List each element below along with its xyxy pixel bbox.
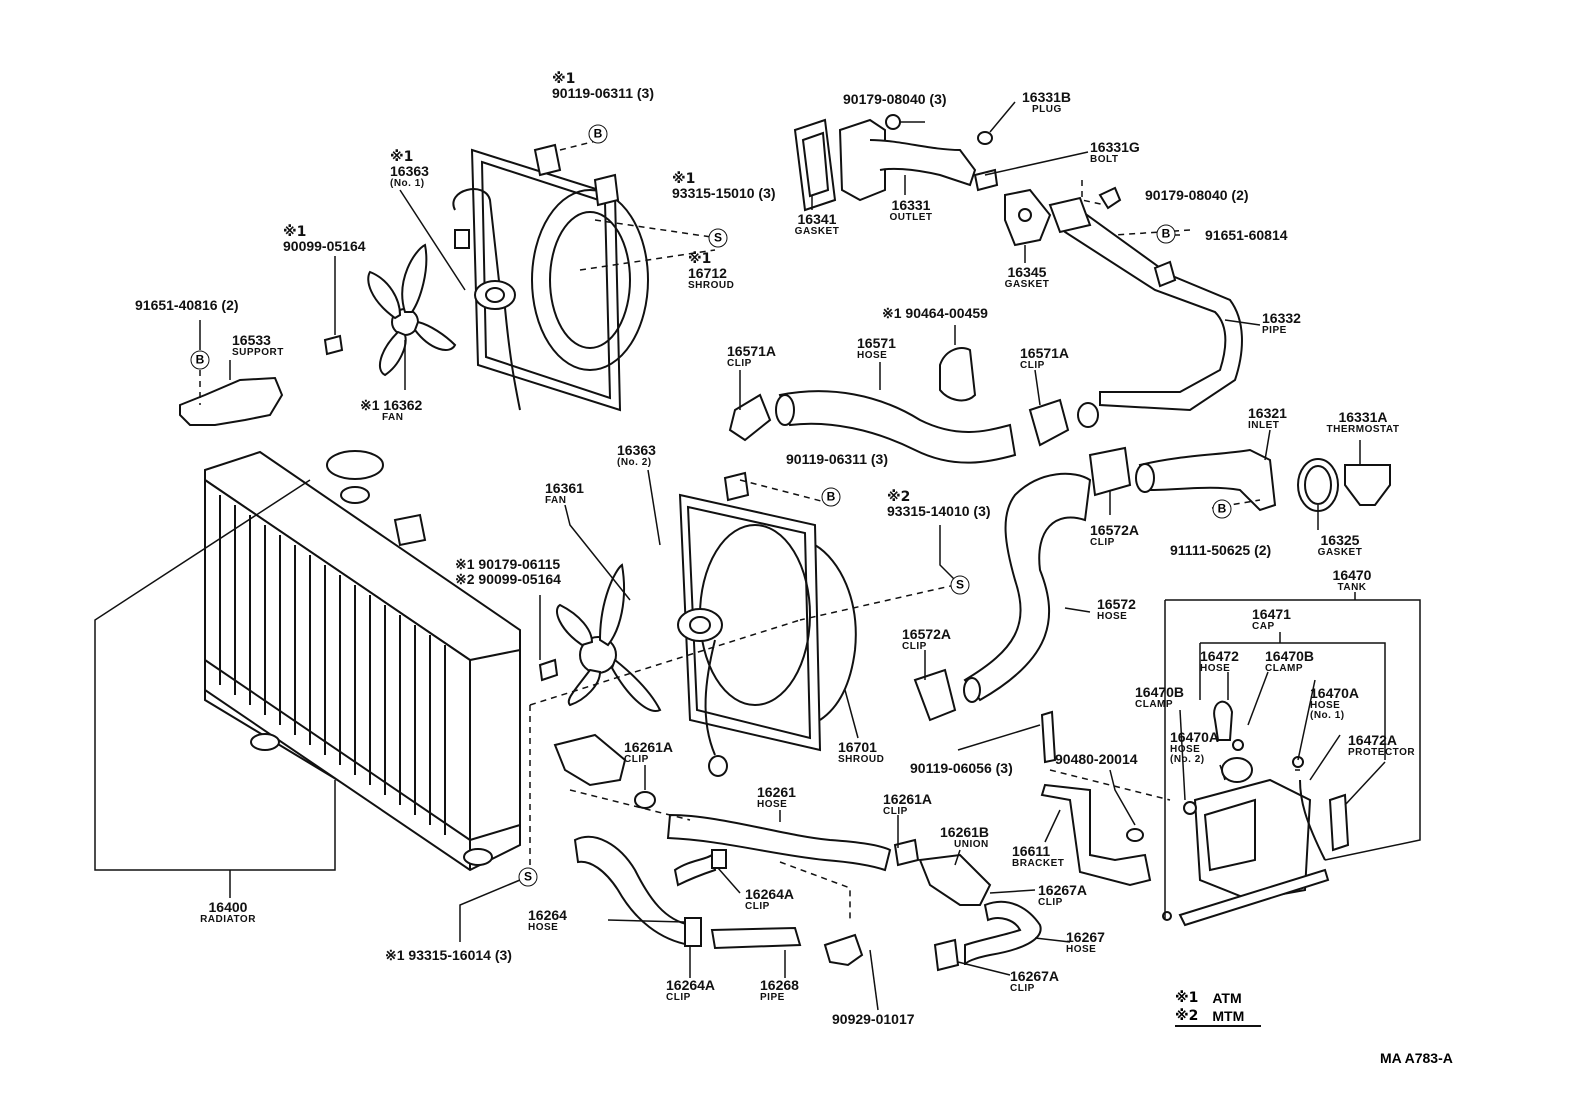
fan-shroud-2-drawing bbox=[677, 471, 857, 777]
fan-shroud-1-drawing bbox=[452, 143, 649, 412]
legend-underline bbox=[1175, 1025, 1261, 1027]
water-outlet-drawing bbox=[793, 114, 999, 212]
ref-badge-b: B bbox=[1156, 224, 1176, 244]
ref-badge-b: B bbox=[1212, 499, 1232, 519]
label-16363-no2: 16363(No. 2) bbox=[617, 442, 656, 468]
label-90179-06115: ※1 90179-06115 bbox=[455, 556, 561, 572]
ref-badge-s: S bbox=[708, 228, 728, 248]
label-90099-05164-b: ※2 90099-05164 bbox=[455, 571, 561, 587]
bracket-16611-drawing bbox=[1040, 783, 1152, 887]
legend-mark-1: ※1 bbox=[1175, 990, 1199, 1006]
hose-16267-drawing bbox=[964, 900, 1042, 966]
ref-badge-b: B bbox=[190, 350, 210, 370]
label-91651-40816: 91651-40816 (2) bbox=[135, 297, 239, 313]
fan-1-drawing bbox=[367, 243, 457, 377]
ref-badge-b: B bbox=[821, 487, 841, 507]
legend-mark-2: ※2 bbox=[1175, 1008, 1199, 1024]
label-90179-08040-3: 90179-08040 (3) bbox=[843, 91, 947, 107]
legend: ※1 ATM ※2 MTM bbox=[1175, 990, 1261, 1027]
legend-row-mtm: ※2 MTM bbox=[1175, 1008, 1244, 1024]
support-16533-drawing bbox=[179, 376, 284, 426]
ref-badge-s: S bbox=[518, 867, 538, 887]
drawing-code: MA A783-A bbox=[1380, 1050, 1453, 1066]
label-90119-06056: 90119-06056 (3) bbox=[910, 760, 1013, 776]
legend-row-atm: ※1 ATM bbox=[1175, 990, 1244, 1006]
label-93315-16014: ※1 93315-16014 (3) bbox=[385, 947, 512, 963]
label-90480-20014: 90480-20014 bbox=[1055, 751, 1138, 767]
hose-16261-drawing bbox=[666, 813, 892, 872]
label-90179-08040-2: 90179-08040 (2) bbox=[1145, 187, 1249, 203]
hose-16571-drawing bbox=[778, 390, 1017, 464]
ref-badge-s: S bbox=[950, 575, 970, 595]
fan-2-drawing bbox=[555, 563, 662, 712]
hose-16572-drawing bbox=[963, 472, 1092, 702]
hose-16264-drawing bbox=[573, 835, 691, 947]
label-90929-01017: 90929-01017 bbox=[832, 1011, 915, 1027]
legend-text-atm: ATM bbox=[1212, 990, 1242, 1006]
pipe-16332-drawing bbox=[1058, 208, 1243, 412]
label-91111-50625: 91111-50625 (2) bbox=[1170, 542, 1272, 558]
label-90464-00459: ※1 90464-00459 bbox=[882, 305, 988, 321]
legend-text-mtm: MTM bbox=[1212, 1008, 1245, 1024]
ref-badge-b: B bbox=[588, 124, 608, 144]
label-90119-06311-b: 90119-06311 (3) bbox=[786, 451, 888, 467]
reservoir-tank-drawing bbox=[1178, 700, 1350, 927]
label-91651-60814: 91651-60814 bbox=[1205, 227, 1288, 243]
radiator-drawing bbox=[204, 450, 521, 872]
